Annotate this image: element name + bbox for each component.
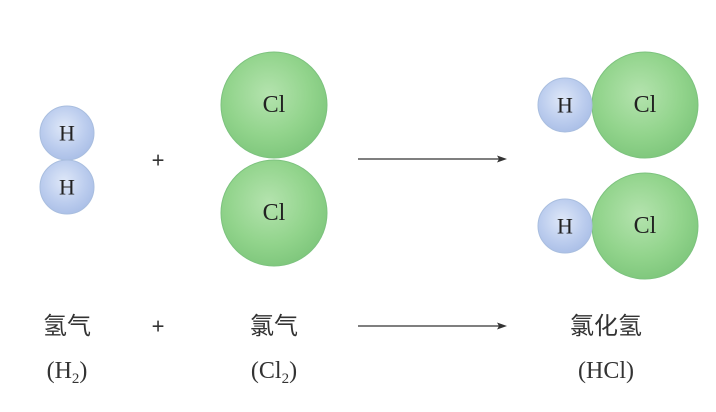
caption-chlorine: 氯气 (Cl2): [250, 312, 298, 387]
caption-name: 氢气: [43, 312, 91, 340]
chlorine-atom-sphere: [220, 159, 328, 267]
chlorine-atom-sphere: [220, 51, 328, 159]
chlorine-atom: Cl: [591, 172, 699, 280]
caption-formula: (HCl): [578, 358, 634, 384]
hydrogen-atom-bottom: H: [39, 159, 95, 215]
reaction-arrow-bottom: [358, 322, 507, 330]
hydrogen-atom-label: H: [557, 93, 573, 118]
caption-formula: (H2): [47, 358, 88, 387]
reaction-arrow-top: [358, 155, 507, 163]
chlorine-atom-label: Cl: [263, 92, 286, 118]
chlorine-atom-label: Cl: [634, 213, 657, 239]
plus-sign-bottom: +: [152, 314, 165, 339]
chlorine-atom-label: Cl: [634, 92, 657, 118]
hydrogen-atom-label: H: [59, 175, 75, 200]
hydrogen-atom-sphere: [537, 77, 593, 133]
hydrogen-atom-sphere: [39, 159, 95, 215]
hydrogen-molecule: H H: [39, 105, 95, 215]
hydrogen-atom: H: [537, 77, 593, 133]
chlorine-atom-bottom: Cl: [220, 159, 328, 267]
caption-formula: (Cl2): [251, 358, 297, 387]
hydrogen-atom-top: H: [39, 105, 95, 161]
hydrogen-atom: H: [537, 198, 593, 254]
chlorine-atom-label: Cl: [263, 200, 286, 226]
caption-hydrogen: 氢气 (H2): [43, 312, 91, 387]
chlorine-molecule: Cl Cl: [220, 51, 328, 267]
hcl-molecule-top: Cl H: [537, 51, 699, 159]
plus-sign-top: +: [152, 148, 165, 173]
chlorine-atom-top: Cl: [220, 51, 328, 159]
hydrogen-atom-label: H: [557, 214, 573, 239]
chlorine-atom: Cl: [591, 51, 699, 159]
caption-name: 氯化氢: [570, 312, 642, 340]
caption-name: 氯气: [250, 312, 298, 340]
hcl-molecule-bottom: Cl H: [537, 172, 699, 280]
caption-hcl: 氯化氢 (HCl): [570, 312, 642, 384]
hydrogen-atom-label: H: [59, 121, 75, 146]
hydrogen-atom-sphere: [537, 198, 593, 254]
